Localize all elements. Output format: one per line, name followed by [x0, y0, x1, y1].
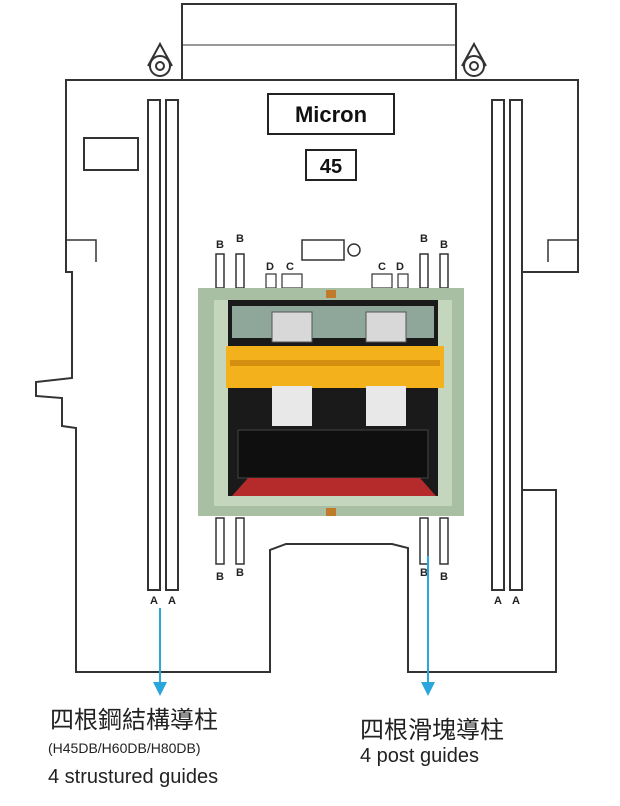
caption-structured-guides-models: (H45DB/H60DB/H80DB): [48, 740, 201, 756]
label-a-left-1: A: [150, 595, 158, 607]
model-number: 45: [320, 156, 342, 178]
caption-post-guides-chinese: 四根滑塊導柱: [360, 716, 504, 744]
lifting-eye-right-icon: [461, 41, 487, 77]
label-b-top-1: B: [216, 239, 224, 251]
brand-plate: [267, 93, 395, 135]
label-c-left: C: [286, 261, 294, 273]
side-window: [83, 137, 139, 171]
caption-structured-guides-english: 4 strustured guides: [48, 766, 219, 788]
structured-guide-right: [491, 99, 523, 591]
label-b-top-4: B: [440, 239, 448, 251]
gauge-icon: [347, 243, 361, 257]
label-a-right-2: A: [512, 595, 520, 607]
label-c-right: C: [378, 261, 386, 273]
label-a-right-1: A: [494, 595, 502, 607]
label-d-right: D: [396, 261, 404, 273]
structured-guide-left: [147, 99, 179, 591]
arrow-structured-guides: [153, 608, 167, 696]
press-photo: [198, 288, 464, 516]
arrow-post-guides: [421, 556, 435, 696]
frame-side-steps: [66, 239, 578, 262]
label-b-bottom-3: B: [420, 567, 428, 579]
control-box: [301, 239, 345, 261]
cylinder-mounts: [265, 273, 409, 289]
brand-name: Micron: [295, 102, 367, 127]
caption-structured-guides-chinese: 四根鋼結構導柱: [50, 706, 218, 734]
label-d-left: D: [266, 261, 274, 273]
label-b-top-2: B: [236, 233, 244, 245]
label-b-bottom-2: B: [236, 567, 244, 579]
post-guide-rods-top: [215, 253, 449, 289]
guide-labels: B B D C C D B B B B B B A A A A: [150, 233, 520, 607]
model-plate: [305, 149, 357, 181]
press-crown: [181, 3, 457, 80]
label-b-top-3: B: [420, 233, 428, 245]
label-b-bottom-4: B: [440, 571, 448, 583]
lifting-eye-left-icon: [147, 41, 173, 77]
label-b-bottom-1: B: [216, 571, 224, 583]
caption-post-guides-english: 4 post guides: [360, 745, 479, 767]
post-guide-rods-bottom: [215, 517, 449, 565]
label-a-left-2: A: [168, 595, 176, 607]
